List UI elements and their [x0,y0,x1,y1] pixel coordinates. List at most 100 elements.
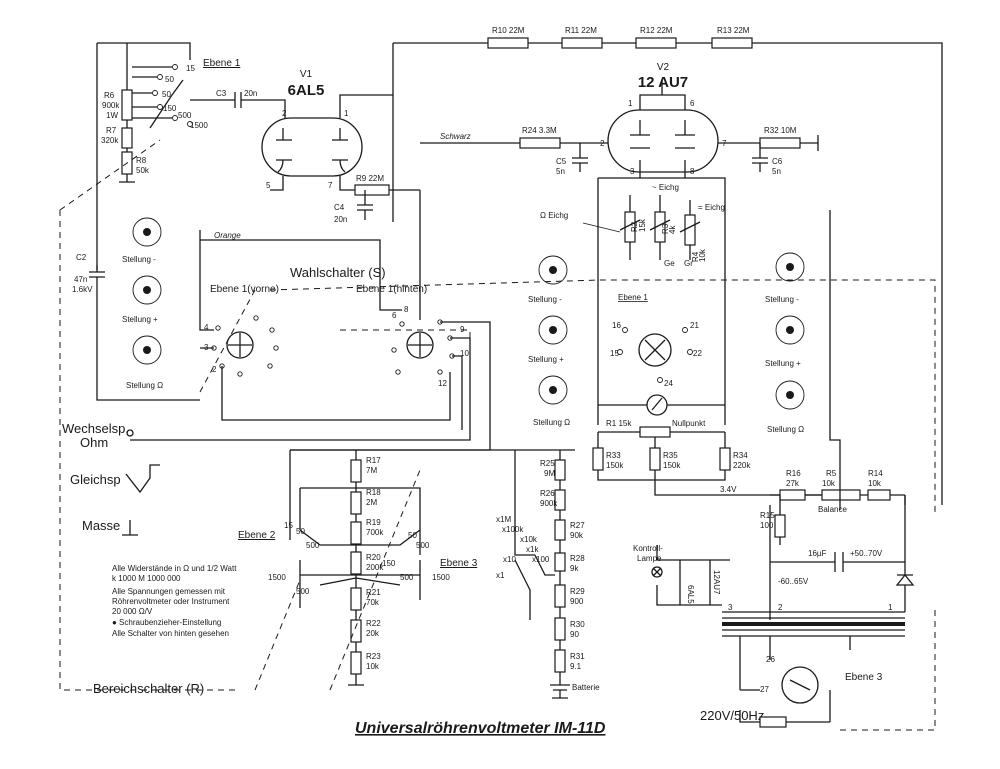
svg-text:3: 3 [630,167,635,176]
svg-text:1: 1 [888,603,893,612]
svg-text:220k: 220k [733,461,751,470]
ohm-divider: R25 9M R26 900k R27 90k R28 9k R29 900 R… [496,450,600,699]
svg-text:10k: 10k [868,479,882,488]
resistor-r34 [719,447,731,471]
ac-eichg-label: ~ Eichg [652,183,679,192]
svg-text:900: 900 [570,597,584,606]
dc-divider: R17 7M R18 2M R19 700k R20 200k R21 70k … [238,449,575,686]
svg-text:R26: R26 [540,489,555,498]
resistor-r19 [350,521,362,545]
svg-text:12AU7: 12AU7 [712,570,721,595]
svg-text:x1: x1 [496,571,505,580]
resistor-r25 [554,459,566,481]
svg-text:20n: 20n [244,89,257,98]
svg-text:R7: R7 [106,126,117,135]
svg-text:Stellung Ω: Stellung Ω [126,381,163,390]
svg-text:50: 50 [165,75,174,84]
svg-text:700k: 700k [366,528,384,537]
svg-text:10k: 10k [698,248,707,262]
fuse [759,716,787,728]
svg-text:C2: C2 [76,253,87,262]
svg-text:1500: 1500 [190,121,208,130]
tube-v1: V1 6AL5 2 1 5 7 R9 22M C4 20n [261,69,420,224]
svg-text:10k: 10k [366,662,380,671]
svg-text:R19: R19 [366,518,381,527]
tube-v2: V2 12 AU7 1 6 2 7 3 8 R24 3.3M R32 10M S… [420,62,819,178]
svg-text:R18: R18 [366,488,381,497]
svg-text:50: 50 [162,90,171,99]
svg-text:x1M: x1M [496,515,511,524]
svg-text:500: 500 [400,573,414,582]
resistor-r14 [867,489,891,501]
svg-text:1: 1 [344,109,349,118]
svg-text:R16: R16 [786,469,801,478]
svg-text:R1 15k: R1 15k [606,419,632,428]
svg-text:1W: 1W [106,111,118,120]
wahl-hinten-rotor [406,331,434,359]
svg-text:R27: R27 [570,521,585,530]
svg-text:20n: 20n [334,215,347,224]
svg-text:4k: 4k [668,225,677,234]
svg-text:C3: C3 [216,89,227,98]
resistor-r30 [554,617,566,641]
svg-text:27k: 27k [786,479,800,488]
tube-v2-envelope [607,109,719,173]
resistor-r33 [592,447,604,471]
resistor-r1 [639,426,671,438]
tube-v1-id: V1 [300,69,313,80]
nullpunkt-label: Nullpunkt [672,419,706,428]
svg-text:● Schraubenzieher-Einstellung: ● Schraubenzieher-Einstellung [112,618,221,627]
input-terminals: Wechselsp. Ohm Gleichsp Masse [62,421,160,536]
tube-v1-type: 6AL5 [288,82,325,99]
svg-text:50: 50 [296,527,305,536]
svg-text:R25: R25 [540,459,555,468]
svg-text:Stellung +: Stellung + [765,359,801,368]
tube-v1-envelope [261,117,363,177]
stellung-left: Stellung - Stellung + Stellung Ω [122,217,163,390]
svg-text:900k: 900k [540,499,558,508]
svg-text:x1k: x1k [526,545,539,554]
resistor-r20 [350,551,362,575]
svg-text:C6: C6 [772,157,783,166]
resistor-r16 [779,489,806,501]
svg-text:x10: x10 [503,555,516,564]
svg-text:1500: 1500 [432,573,450,582]
resistor-r17 [350,459,362,483]
resistor-r13 [711,37,753,49]
svg-text:2: 2 [778,603,783,612]
wahlschalter: Wahlschalter (S) Ebene 1(vorne) Ebene 1(… [130,190,491,451]
calibration-network: R2 15k R3 4k R4 10k Ω Eichg ~ Eichg = Ei… [540,177,840,496]
svg-text:15: 15 [610,349,619,358]
resistor-r22 [350,619,362,643]
dc-rail-label: -60..65V [778,577,809,586]
svg-text:27: 27 [760,685,769,694]
svg-text:C4: C4 [334,203,345,212]
svg-text:8: 8 [690,167,695,176]
svg-text:5: 5 [266,181,271,190]
input-gleich: Gleichsp [70,472,121,487]
svg-text:7M: 7M [366,466,377,475]
ebene1-hinten-label: Ebene 1(hinten) [356,284,427,295]
resistor-r12 [635,37,677,49]
svg-text:90: 90 [570,630,579,639]
svg-text:50k: 50k [136,166,150,175]
svg-text:R6: R6 [104,91,115,100]
resistor-r18 [350,491,362,515]
svg-text:9.1: 9.1 [570,662,582,671]
svg-text:Stellung +: Stellung + [528,355,564,364]
svg-text:9k: 9k [570,564,579,573]
svg-text:Stellung -: Stellung - [122,255,156,264]
tube-v2-type: 12 AU7 [638,74,688,91]
svg-text:Kontroll-: Kontroll- [633,544,663,553]
ebene1-selector: 15 50 50 150 500 1500 Ebene 1 [132,58,241,130]
svg-text:24: 24 [664,379,673,388]
svg-text:2: 2 [212,365,217,374]
svg-text:R24 3.3M: R24 3.3M [522,126,557,135]
svg-text:Stellung +: Stellung + [122,315,158,324]
svg-text:16: 16 [612,321,621,330]
svg-text:R34: R34 [733,451,748,460]
svg-text:3: 3 [728,603,733,612]
terminal-wechsel [126,429,134,437]
svg-text:16µF: 16µF [808,549,827,558]
